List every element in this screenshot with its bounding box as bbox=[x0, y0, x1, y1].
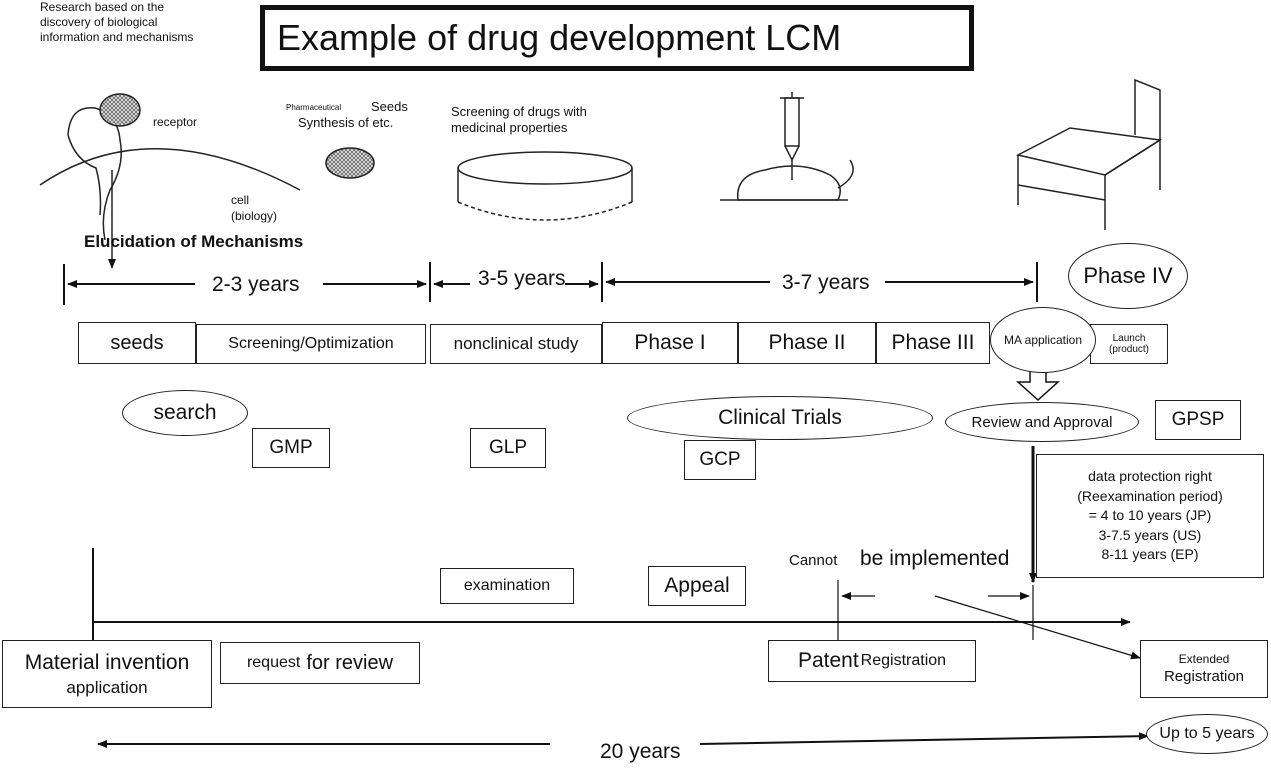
duration-3-5: 3-5 years bbox=[478, 267, 566, 290]
petri-dish-icon bbox=[457, 151, 633, 221]
stage-nonclinical: nonclinical study bbox=[430, 324, 602, 364]
stage-phase-3: Phase III bbox=[876, 322, 990, 364]
stage-phase-1-label: Phase I bbox=[634, 331, 706, 354]
examination-box: examination bbox=[440, 568, 574, 604]
patent-word-label: Patent bbox=[797, 649, 859, 672]
mouse-syringe-icon bbox=[720, 92, 854, 201]
patent-timeline bbox=[92, 548, 1141, 660]
examination-label: examination bbox=[463, 577, 551, 594]
cannot-label: Cannot bbox=[789, 552, 838, 569]
up-to-5-years-label: Up to 5 years bbox=[1159, 725, 1255, 742]
search-oval: search bbox=[122, 390, 248, 436]
stage-phase-3-label: Phase III bbox=[891, 331, 975, 354]
stage-screening-label: Screening/Optimization bbox=[228, 335, 394, 352]
page-title: Example of drug development LCM bbox=[260, 5, 974, 71]
duration-3-7: 3-7 years bbox=[782, 271, 870, 294]
receptor-label: receptor bbox=[153, 115, 198, 129]
data-protection-box: data protection right (Reexamination per… bbox=[1036, 454, 1264, 578]
gpsp-box: GPSP bbox=[1155, 400, 1241, 440]
seeds-word-label: Seeds bbox=[371, 99, 408, 114]
review-approval-label: Review and Approval bbox=[971, 413, 1113, 431]
stage-launch-label: Launch (product) bbox=[1108, 333, 1149, 355]
stage-phase-2: Phase II bbox=[738, 322, 876, 364]
search-label: search bbox=[153, 401, 217, 424]
seeds-blob-icon bbox=[325, 147, 375, 179]
data-protection-text: data protection right (Reexamination per… bbox=[1077, 468, 1223, 563]
for-review-label: for review bbox=[306, 651, 394, 674]
gmp-box: GMP bbox=[252, 428, 330, 468]
stage-launch: Launch (product) bbox=[1090, 324, 1168, 364]
ma-application-label: MA application bbox=[1003, 333, 1083, 347]
glp-label: GLP bbox=[488, 437, 528, 458]
twenty-years-arrows bbox=[97, 732, 1149, 748]
title-text: Example of drug development LCM bbox=[277, 17, 842, 58]
stage-nonclinical-label: nonclinical study bbox=[453, 334, 579, 353]
duration-2-3: 2-3 years bbox=[212, 273, 300, 296]
phase-iv-oval: Phase IV bbox=[1068, 243, 1188, 309]
review-approval-oval: Review and Approval bbox=[945, 402, 1139, 442]
gcp-label: GCP bbox=[699, 449, 741, 470]
request-review-box: request for review bbox=[220, 642, 420, 684]
synthesis-label: Synthesis of etc. bbox=[298, 115, 394, 130]
be-implemented-label: be implemented bbox=[860, 547, 1010, 570]
material-invention-box: Material invention application bbox=[2, 640, 212, 708]
pharmaceutical-label: Pharmaceutical bbox=[286, 103, 342, 112]
gcp-box: GCP bbox=[684, 440, 756, 480]
patent-registration-box: Patent Registration bbox=[768, 640, 976, 682]
appeal-label: Appeal bbox=[664, 574, 730, 597]
clinical-trials-label: Clinical Trials bbox=[718, 406, 842, 429]
glp-box: GLP bbox=[470, 428, 546, 468]
twenty-years-label: 20 years bbox=[600, 740, 681, 763]
request-label: request bbox=[246, 654, 301, 671]
screening-note: Screening of drugs with medicinal proper… bbox=[451, 104, 587, 136]
duration-timeline bbox=[63, 262, 1038, 305]
stage-seeds: seeds bbox=[78, 322, 196, 364]
up-to-5-years-oval: Up to 5 years bbox=[1146, 714, 1268, 754]
gpsp-label: GPSP bbox=[1171, 409, 1225, 430]
material-invention-label: Material invention bbox=[24, 651, 190, 675]
stage-phase-2-label: Phase II bbox=[768, 331, 846, 354]
extended-registration-label: Registration bbox=[1163, 667, 1245, 685]
gmp-label: GMP bbox=[269, 437, 313, 458]
stage-phase-1: Phase I bbox=[602, 322, 738, 364]
extended-label: Extended bbox=[1178, 651, 1230, 666]
elucidation-label: Elucidation of Mechanisms bbox=[84, 232, 304, 251]
phase-iv-label: Phase IV bbox=[1083, 263, 1173, 288]
cell-illustration bbox=[39, 93, 301, 269]
stage-seeds-label: seeds bbox=[110, 331, 164, 354]
appeal-box: Appeal bbox=[648, 566, 746, 606]
ma-application-oval: MA application bbox=[990, 307, 1096, 373]
bed-icon bbox=[1015, 78, 1163, 230]
application-label: application bbox=[66, 677, 148, 697]
clinical-trials-oval: Clinical Trials bbox=[627, 396, 933, 440]
cell-label: cell (biology) bbox=[231, 193, 278, 223]
extended-registration-box: Extended Registration bbox=[1140, 640, 1268, 698]
stage-screening: Screening/Optimization bbox=[196, 324, 426, 364]
registration-label: Registration bbox=[860, 652, 947, 669]
research-note: Research based on the discovery of biolo… bbox=[40, 0, 194, 44]
